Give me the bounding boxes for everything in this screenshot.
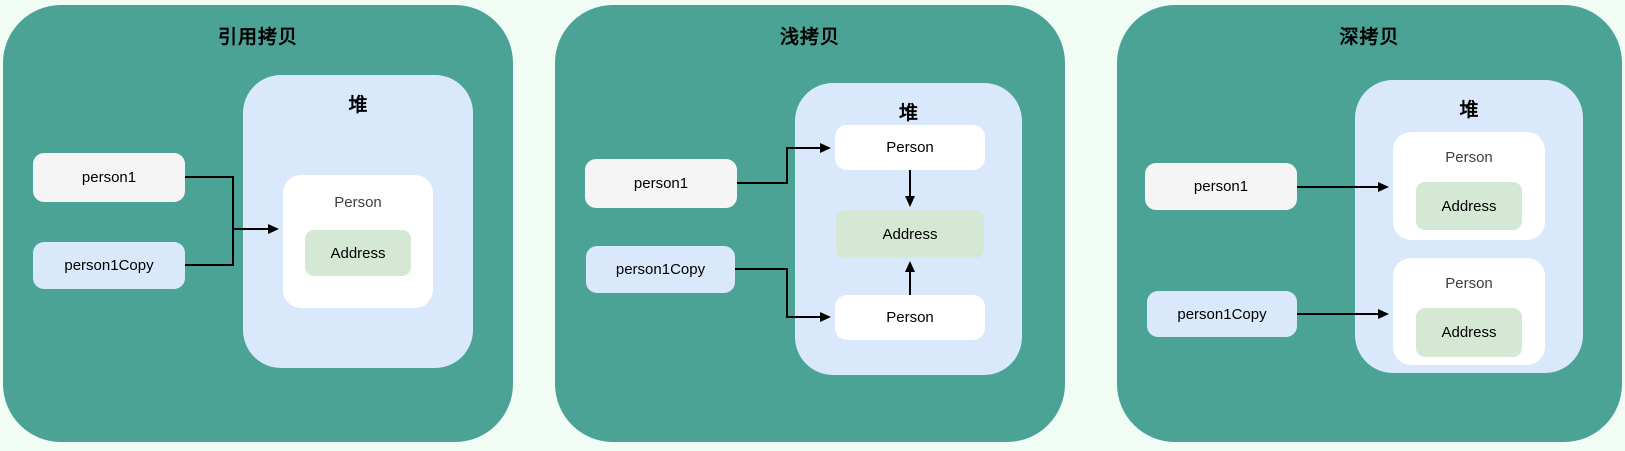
person-object-2: Person <box>835 295 985 340</box>
stack-var-label: person1 <box>1193 178 1249 195</box>
stack-var-person1copy: person1Copy <box>33 242 185 289</box>
address-label: Address <box>1441 197 1497 215</box>
address-object: Address <box>836 210 984 258</box>
address-label: Address <box>330 244 386 262</box>
stack-var-label: person1Copy <box>1177 305 1267 323</box>
stack-var-label: person1Copy <box>615 261 706 278</box>
stack-var-label: person1Copy <box>64 257 154 274</box>
stack-var-person1: person1 <box>33 153 185 202</box>
person-object-label: Person <box>886 139 934 156</box>
person-object-label: Person <box>334 194 382 211</box>
address-object-2: Address <box>1416 308 1522 357</box>
panel-shallow-copy: 浅拷贝 堆 Person Address Person person1 pers… <box>555 5 1065 442</box>
address-object: Address <box>305 230 411 276</box>
person-object-2: Person Address <box>1393 258 1545 365</box>
panel-title: 浅拷贝 <box>779 27 840 48</box>
person-object-label: Person <box>1445 149 1493 166</box>
panel-deep-copy: 深拷贝 堆 Person Address Person Address pers… <box>1117 5 1622 442</box>
panel-title: 引用拷贝 <box>217 27 298 48</box>
stack-var-person1copy: person1Copy <box>586 246 735 293</box>
stack-var-person1copy: person1Copy <box>1147 291 1297 337</box>
address-label: Address <box>882 225 938 243</box>
person-object-1: Person <box>835 125 985 170</box>
stack-var-label: person1 <box>81 169 137 186</box>
address-label: Address <box>1441 324 1497 341</box>
address-object-1: Address <box>1416 182 1522 230</box>
person-object-1: Person Address <box>1393 132 1545 240</box>
heap-label: 堆 <box>348 95 368 116</box>
stack-var-person1: person1 <box>1145 163 1297 210</box>
panel-reference-copy: 引用拷贝 堆 Person Address person1 person1Cop… <box>3 5 513 442</box>
heap-label: 堆 <box>1459 100 1479 121</box>
heap-label: 堆 <box>898 103 918 124</box>
stack-var-label: person1 <box>633 175 689 192</box>
stack-var-person1: person1 <box>585 159 737 208</box>
person-object-label: Person <box>1445 275 1493 292</box>
person-object-label: Person <box>886 309 934 326</box>
panel-title: 深拷贝 <box>1339 27 1400 48</box>
person-object: Person Address <box>283 175 433 308</box>
